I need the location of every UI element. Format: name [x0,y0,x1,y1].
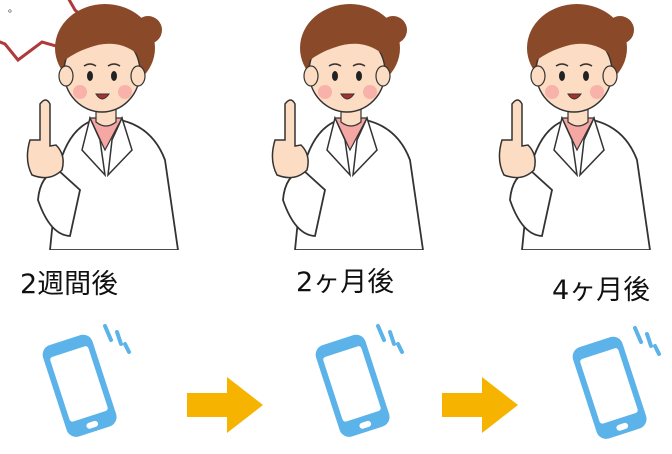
step-label-2-months: 2ヶ月後 [296,267,395,298]
speech-bubble-text: 。 [8,4,18,15]
smartphone-vibrating-icon [35,318,135,438]
step-label-2-weeks: 2週間後 [20,269,119,300]
doctor-illustration [482,0,672,250]
right-arrow-icon [185,375,265,435]
right-arrow-icon [440,375,520,435]
step-label-4-months: 4ヶ月後 [552,275,651,306]
smartphone-vibrating-icon [308,318,408,438]
smartphone-vibrating-icon [565,320,665,440]
doctor-illustration [255,0,445,250]
doctor-illustration [10,0,200,250]
